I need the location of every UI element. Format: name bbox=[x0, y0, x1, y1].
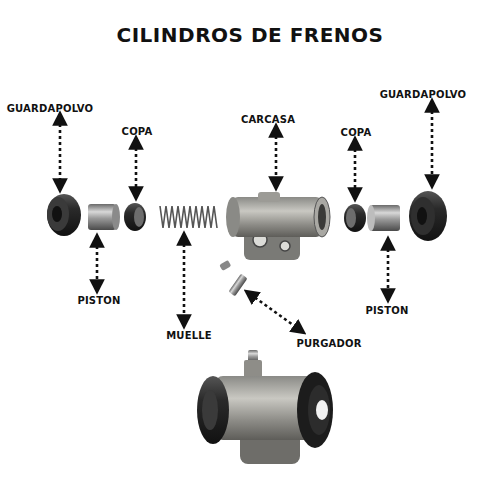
bleeder bbox=[219, 260, 247, 296]
left-dust-boot bbox=[47, 194, 81, 236]
part-label: MUELLE bbox=[166, 330, 212, 341]
right-dust-boot bbox=[409, 191, 447, 241]
part-label: COPA bbox=[122, 126, 153, 137]
right-cup bbox=[344, 204, 366, 232]
left-cup bbox=[124, 203, 146, 231]
part-label: COPA bbox=[341, 127, 372, 138]
part-label: PISTON bbox=[365, 305, 408, 316]
left-piston bbox=[88, 204, 120, 230]
part-label: PURGADOR bbox=[296, 338, 361, 349]
housing bbox=[226, 192, 330, 260]
part-label: GUARDAPOLVO bbox=[380, 89, 467, 100]
part-label: GUARDAPOLVO bbox=[7, 103, 94, 114]
part-label: CARCASA bbox=[241, 114, 295, 125]
part-label: PISTON bbox=[77, 295, 120, 306]
right-piston bbox=[367, 205, 400, 231]
spring bbox=[160, 206, 217, 228]
diagram-title: CILINDROS DE FRENOS bbox=[116, 23, 383, 47]
assembled-cylinder bbox=[197, 350, 333, 464]
leader-arrows bbox=[60, 105, 432, 330]
